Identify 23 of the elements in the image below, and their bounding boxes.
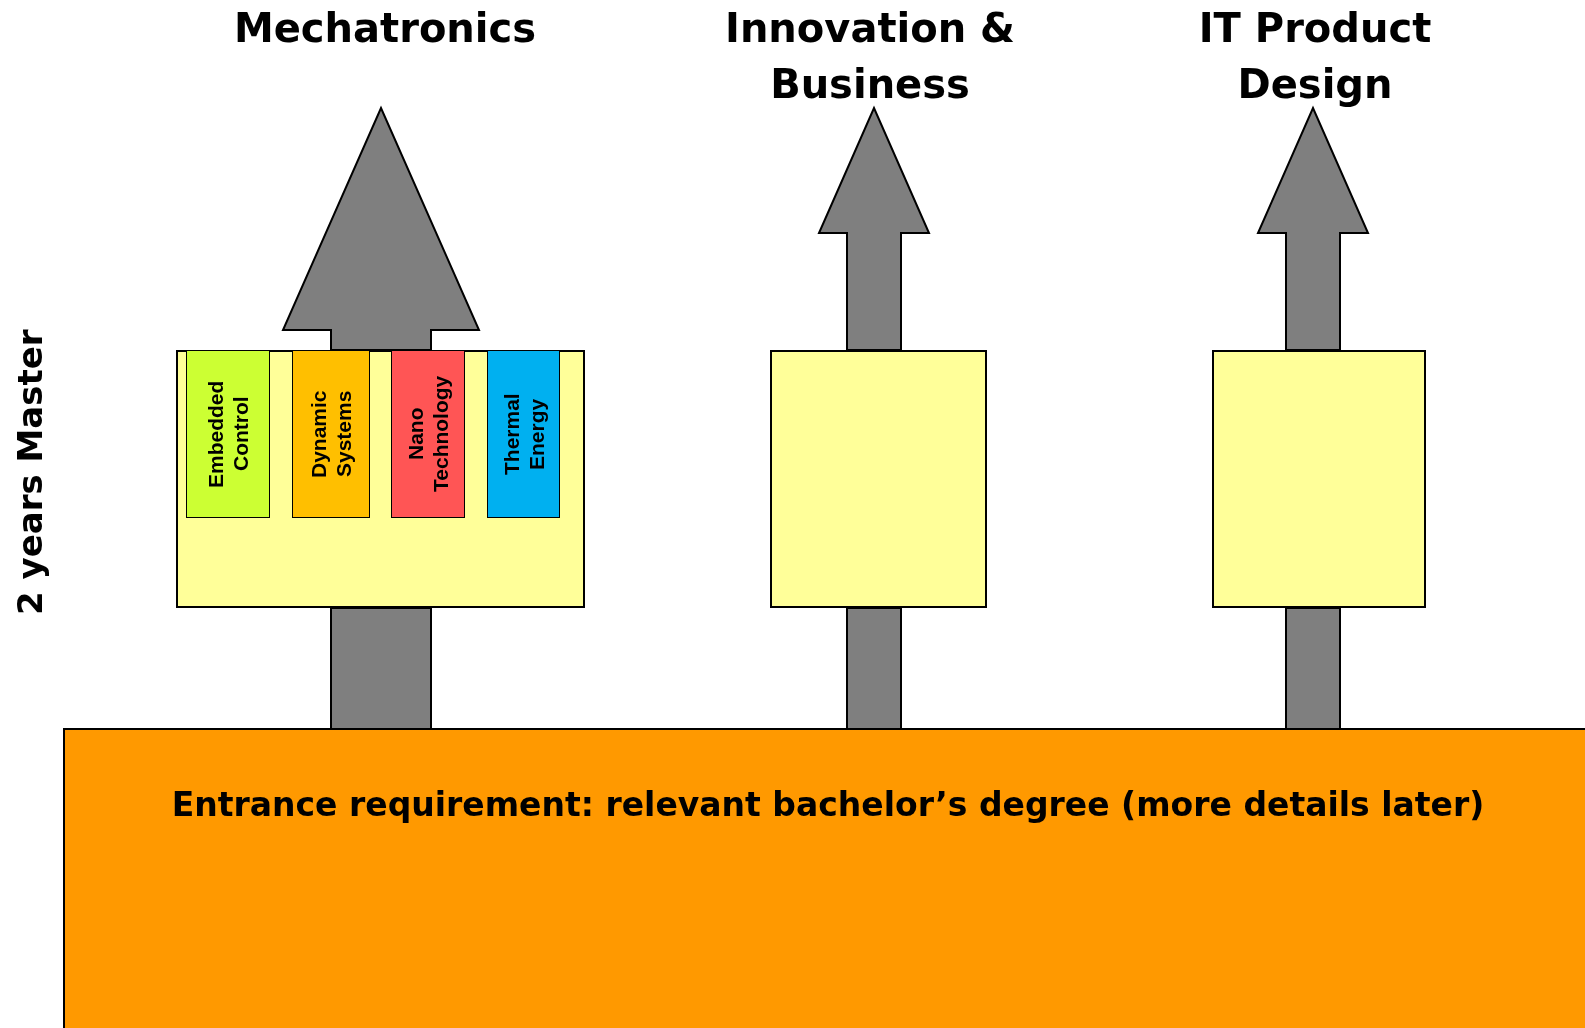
- heading-text: Innovation & Business: [720, 0, 1020, 112]
- requirement-box: [63, 728, 1585, 1028]
- block-arrow: [281, 105, 481, 351]
- arrow-shaft: [1285, 607, 1341, 729]
- track-box: [487, 350, 560, 518]
- track-label: Nano Technology: [403, 374, 453, 495]
- program-box: [1212, 350, 1426, 608]
- track-box: [186, 350, 270, 518]
- block-arrow: [1256, 105, 1370, 351]
- track-box: [391, 350, 465, 518]
- block-arrow: [817, 105, 931, 351]
- program-box: [770, 350, 987, 608]
- program-box: [176, 350, 585, 608]
- heading-text: IT Product Design: [1170, 0, 1460, 112]
- track-label: Dynamic Systems: [306, 389, 356, 480]
- arrow-shaft: [846, 607, 902, 729]
- side-label: 2 years Master: [10, 328, 50, 617]
- track-label: Thermal Energy: [498, 392, 549, 477]
- arrow-shaft: [330, 607, 432, 729]
- track-label: Embedded Control: [203, 379, 253, 490]
- requirement-text: Entrance requirement: relevant bachelor’s degree (more details later): [170, 785, 1486, 824]
- track-box: [292, 350, 370, 518]
- heading-text: Mechatronics: [200, 0, 570, 58]
